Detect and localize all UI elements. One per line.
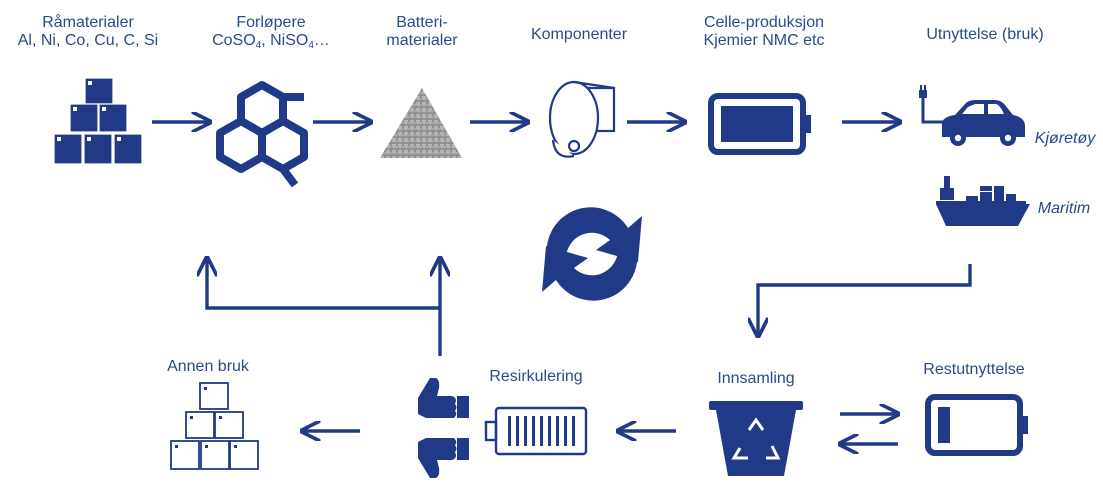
chem-part: , NiSO: [261, 32, 309, 49]
boxes-stack-icon: [53, 77, 143, 165]
battery-materials-label: Batteri- materialer: [372, 14, 472, 50]
cell-production-label: Celle-produksjon Kjemier NMC etc: [684, 14, 844, 50]
raw-materials-label: Råmaterialer Al, Ni, Co, Cu, C, Si: [4, 14, 172, 50]
cargo-ship-icon: [936, 176, 1030, 226]
recycling-label: Resirkulering: [476, 368, 596, 386]
usage-label: Utnyttelse (bruk): [906, 26, 1064, 44]
recycle-cycle-icon: [542, 207, 642, 301]
chem-subscript: 4: [308, 40, 314, 51]
collection-text: Innsamling: [717, 370, 795, 387]
battery-materials-line1: Batteri-: [396, 14, 448, 31]
chem-part: CoSO: [212, 32, 256, 49]
thumbs-down-icon: [418, 438, 469, 478]
flow-arrows-return: [207, 258, 972, 444]
full-battery-icon: [708, 93, 811, 155]
components-label: Komponenter: [514, 26, 644, 44]
cell-production-title: Celle-produksjon: [703, 14, 825, 31]
usage-title: Utnyttelse (bruk): [926, 26, 1044, 43]
precursors-chemicals: CoSO4, NiSO4…: [190, 32, 352, 51]
chem-part: …: [313, 32, 330, 49]
residual-use-text: Restutnyttelse: [923, 361, 1025, 378]
maritime-label: Maritim: [1034, 200, 1094, 218]
residual-use-label: Restutnyttelse: [904, 361, 1044, 379]
recycling-text: Resirkulering: [489, 368, 583, 385]
other-use-text: Annen bruk: [167, 358, 249, 375]
battery-pack-icon: [484, 406, 588, 456]
cell-production-chemistries: Kjemier NMC etc: [703, 32, 825, 49]
vehicle-label: Kjøretøy: [1030, 130, 1100, 148]
raw-materials-title: Råmaterialer: [42, 14, 134, 31]
hexagon-molecule-icon: [216, 81, 308, 188]
maritime-text: Maritim: [1037, 200, 1091, 217]
electric-car-icon: [919, 85, 1025, 146]
powder-pile-icon: [380, 88, 462, 158]
low-battery-icon: [925, 394, 1028, 456]
collection-label: Innsamling: [700, 370, 812, 388]
foil-roll-icon: [548, 80, 616, 158]
chem-subscript: 4: [255, 40, 262, 51]
vehicle-text: Kjøretøy: [1034, 130, 1096, 147]
recycle-bin-icon: [709, 401, 803, 476]
other-use-label: Annen bruk: [152, 358, 264, 376]
precursors-title: Forløpere: [236, 14, 306, 31]
raw-materials-elements: Al, Ni, Co, Cu, C, Si: [17, 32, 159, 49]
precursors-label: Forløpere CoSO4, NiSO4…: [190, 14, 352, 51]
battery-materials-line2: materialer: [386, 32, 458, 49]
thumbs-up-icon: [418, 378, 469, 418]
outlined-boxes-icon: [170, 382, 259, 470]
components-title: Komponenter: [530, 26, 628, 43]
